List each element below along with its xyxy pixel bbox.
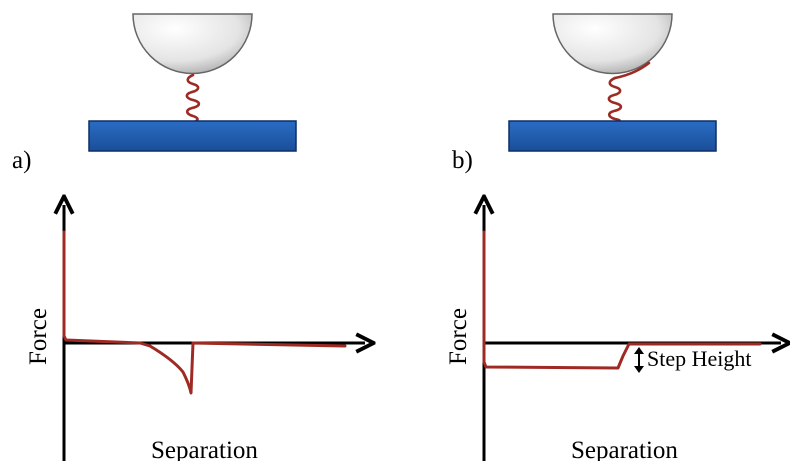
x-axis-label-b: Separation <box>571 437 678 461</box>
afm-tip-b <box>552 13 673 75</box>
step-height-arrow <box>634 347 644 373</box>
molecule-spring-a <box>185 73 201 123</box>
panel-a: a) Force Separation <box>12 13 365 461</box>
x-axis-label-a: Separation <box>151 437 258 461</box>
force-curve-a <box>62 230 347 395</box>
molecule-wrap-b <box>613 61 651 80</box>
force-curve-b <box>482 230 762 370</box>
afm-tip-a <box>132 13 253 75</box>
substrate-b <box>508 120 717 152</box>
step-height-label: Step Height <box>647 346 752 371</box>
substrate-a <box>88 120 297 152</box>
molecule-spring-b <box>607 76 623 123</box>
panel-label-b: b) <box>452 147 473 174</box>
y-axis-label-a: Force <box>25 308 52 365</box>
y-axis-label-b: Force <box>445 308 472 365</box>
panel-label-a: a) <box>12 147 31 174</box>
panel-b: b) Step Height Force Separation <box>445 13 781 461</box>
